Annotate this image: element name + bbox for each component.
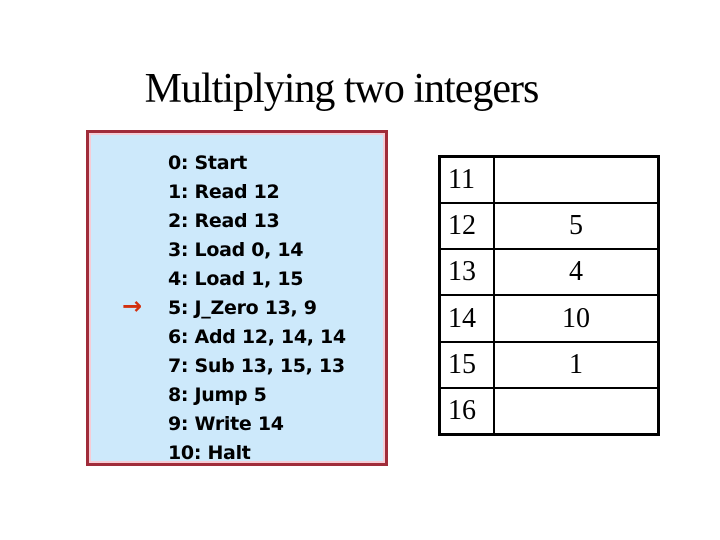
memory-value-cell bbox=[493, 386, 660, 436]
program-line-text: 4: Load 1, 15 bbox=[168, 268, 304, 290]
program-line-2: 2: Read 13 bbox=[168, 207, 385, 236]
program-line-3: 3: Load 0, 14 bbox=[168, 236, 385, 265]
memory-row: 15 1 bbox=[438, 340, 660, 389]
program-line-text: 6: Add 12, 14, 14 bbox=[168, 326, 346, 348]
memory-row: 16 bbox=[438, 386, 660, 436]
memory-value-cell: 10 bbox=[493, 294, 660, 343]
program-line-text: 3: Load 0, 14 bbox=[168, 239, 304, 261]
program-line-text: 2: Read 13 bbox=[168, 210, 280, 232]
program-line-text: 0: Start bbox=[168, 152, 248, 174]
program-line-text: 9: Write 14 bbox=[168, 413, 284, 435]
program-line-text: 1: Read 12 bbox=[168, 181, 280, 203]
memory-address-cell: 15 bbox=[438, 340, 495, 389]
memory-value-cell: 5 bbox=[493, 202, 660, 251]
slide-title: Multiplying two integers bbox=[144, 66, 540, 112]
program-line-text: 5: J_Zero 13, 9 bbox=[168, 297, 317, 319]
memory-row: 13 4 bbox=[438, 248, 660, 297]
program-line-5-current: → 5: J_Zero 13, 9 bbox=[122, 292, 385, 323]
program-line-1: 1: Read 12 bbox=[168, 178, 385, 207]
memory-row: 12 5 bbox=[438, 202, 660, 251]
program-line-4: 4: Load 1, 15 bbox=[168, 265, 385, 294]
program-line-10: 10: Halt bbox=[168, 439, 385, 468]
program-line-0: 0: Start bbox=[168, 149, 385, 178]
program-line-text: 7: Sub 13, 15, 13 bbox=[168, 355, 345, 377]
program-line-text: 10: Halt bbox=[168, 442, 251, 464]
memory-address-cell: 11 bbox=[438, 155, 495, 205]
program-line-8: 8: Jump 5 bbox=[168, 381, 385, 410]
memory-value-cell bbox=[493, 155, 660, 205]
memory-address-cell: 13 bbox=[438, 248, 495, 297]
program-code: 0: Start 1: Read 12 2: Read 13 3: Load 0… bbox=[89, 133, 385, 468]
program-line-6: 6: Add 12, 14, 14 bbox=[168, 323, 385, 352]
memory-value-cell: 1 bbox=[493, 340, 660, 389]
memory-address-cell: 12 bbox=[438, 202, 495, 251]
program-line-9: 9: Write 14 bbox=[168, 410, 385, 439]
memory-row: 14 10 bbox=[438, 294, 660, 343]
program-line-7: 7: Sub 13, 15, 13 bbox=[168, 352, 385, 381]
memory-address-cell: 16 bbox=[438, 386, 495, 436]
program-line-text: 8: Jump 5 bbox=[168, 384, 267, 406]
arrow-right-icon: → bbox=[122, 292, 143, 320]
memory-value-cell: 4 bbox=[493, 248, 660, 297]
memory-row: 11 bbox=[438, 155, 660, 205]
memory-table: 11 12 5 13 4 14 10 15 1 16 bbox=[438, 155, 660, 436]
program-box: 0: Start 1: Read 12 2: Read 13 3: Load 0… bbox=[86, 130, 388, 466]
memory-address-cell: 14 bbox=[438, 294, 495, 343]
